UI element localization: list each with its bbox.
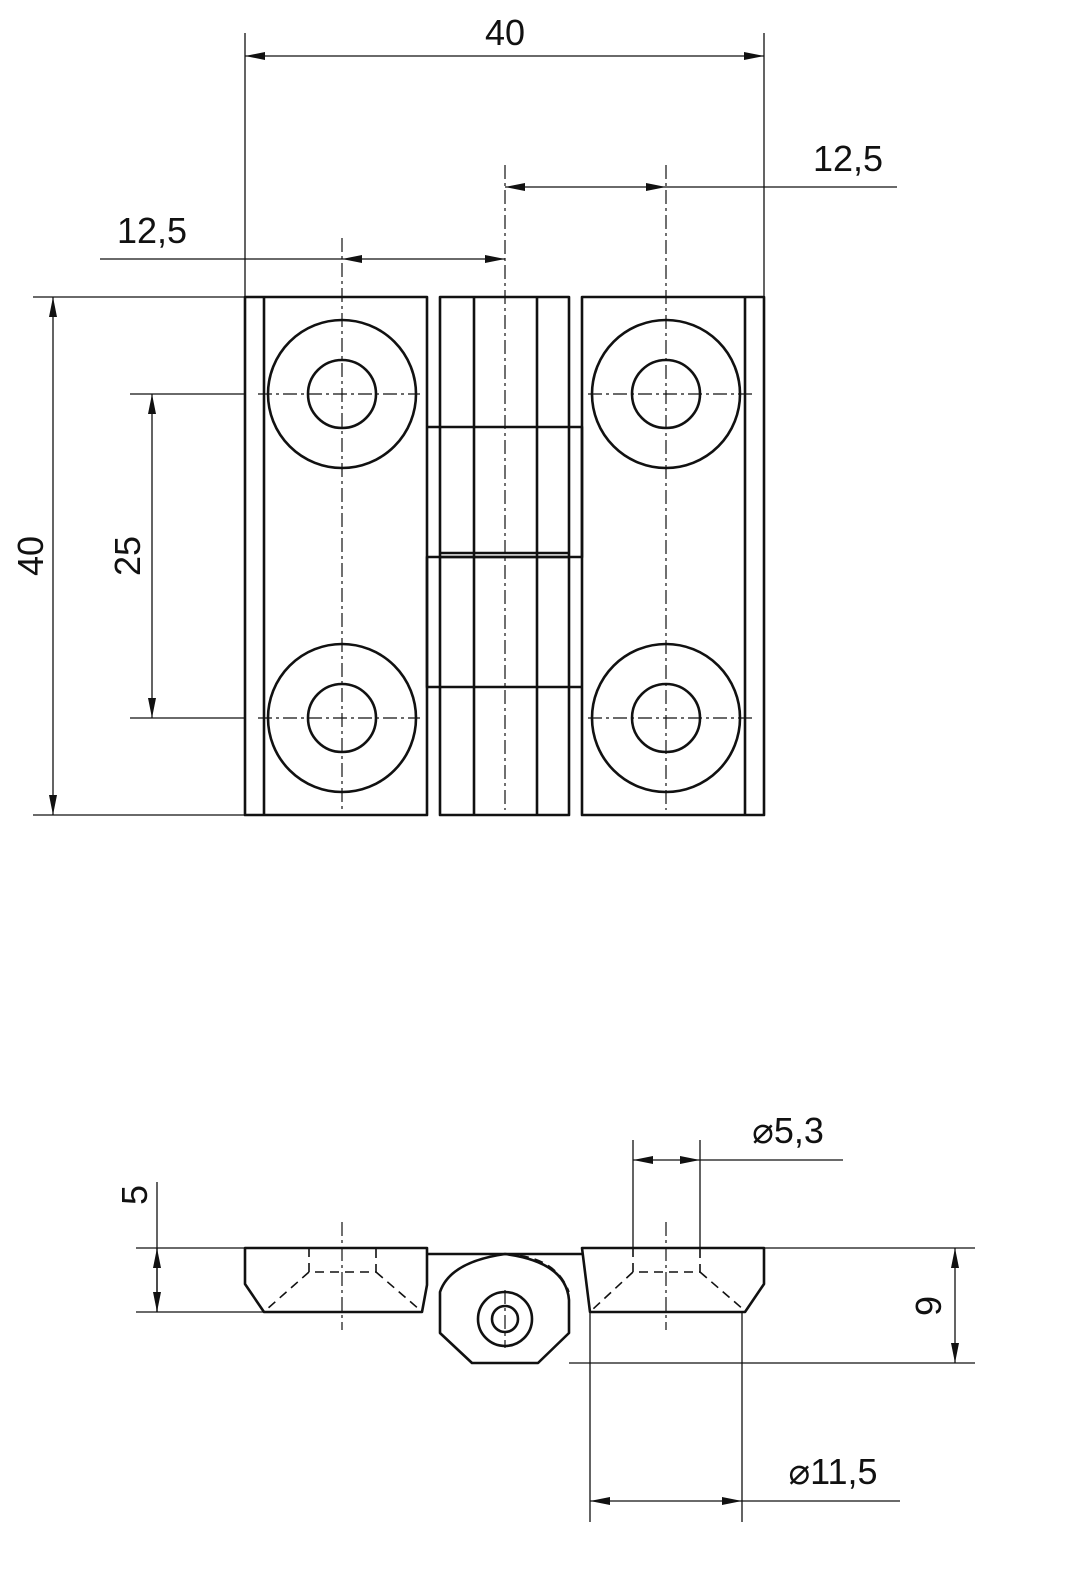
dim-label-counterbore: ⌀11,5 <box>788 1451 877 1492</box>
right-leaf-profile <box>580 1246 766 1314</box>
dim-label-total-thickness: 9 <box>908 1296 949 1316</box>
dim-label-height: 40 <box>10 536 51 576</box>
dim-label-hole-spacing: 25 <box>107 536 148 576</box>
pin-inner <box>490 1304 520 1334</box>
dim-label-top-width: 40 <box>485 12 525 53</box>
left-leaf-outline <box>243 295 429 817</box>
side-view: ⌀5,3 5 9 ⌀11,5 <box>114 1110 975 1522</box>
top-view: 40 12,5 12,5 40 25 <box>10 12 897 817</box>
left-leaf-profile <box>243 1246 429 1314</box>
dim-label-thickness: 5 <box>114 1185 155 1205</box>
dim-label-hole-diameter: ⌀5,3 <box>752 1110 824 1151</box>
dim-label-right-offset: 12,5 <box>813 138 883 179</box>
knuckle-profile <box>438 1252 571 1365</box>
dim-label-left-offset: 12,5 <box>117 210 187 251</box>
